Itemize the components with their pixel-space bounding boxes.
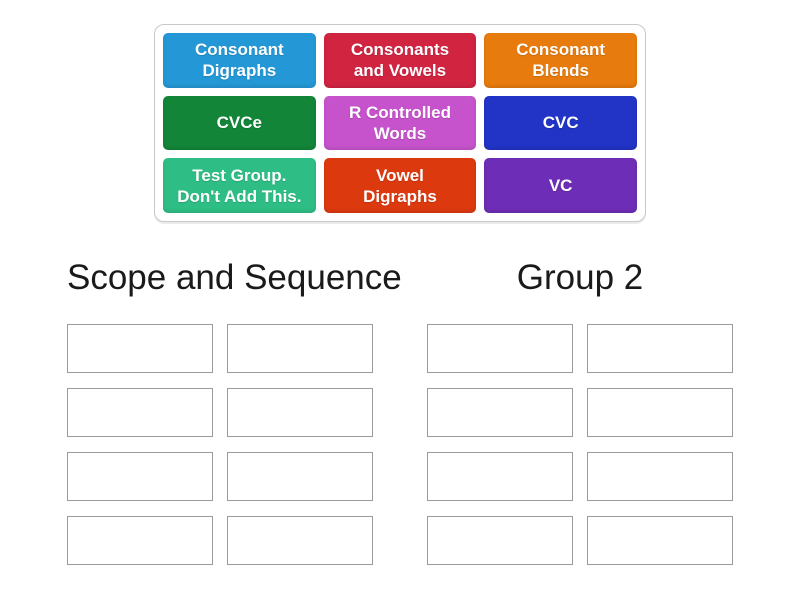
- group-title: Scope and Sequence: [67, 258, 402, 297]
- drop-slot[interactable]: [227, 452, 373, 501]
- group-scope-and-sequence: Scope and Sequence: [67, 257, 402, 565]
- group-2: Group 2: [427, 257, 733, 565]
- tile-cvc[interactable]: CVC: [484, 95, 637, 151]
- slot-grid: [427, 324, 733, 565]
- drop-slot[interactable]: [587, 388, 733, 437]
- slot-grid: [67, 324, 373, 565]
- tile-cvce[interactable]: CVCe: [163, 95, 316, 151]
- drop-slot[interactable]: [227, 516, 373, 565]
- group-title: Group 2: [516, 258, 644, 297]
- tile-consonant-digraphs[interactable]: Consonant Digraphs: [163, 33, 316, 88]
- tile-vc[interactable]: VC: [484, 158, 637, 213]
- tile-r-controlled-words[interactable]: R Controlled Words: [323, 95, 477, 151]
- tile-label: CVC: [542, 113, 579, 133]
- drop-slot[interactable]: [587, 324, 733, 373]
- drop-slot[interactable]: [427, 516, 573, 565]
- drop-slot[interactable]: [587, 452, 733, 501]
- drop-slot[interactable]: [427, 452, 573, 501]
- tile-label: R Controlled Words: [348, 102, 451, 143]
- tile-vowel-digraphs[interactable]: Vowel Digraphs: [323, 158, 477, 213]
- drop-slot[interactable]: [67, 324, 213, 373]
- drop-slot[interactable]: [587, 516, 733, 565]
- drop-slot[interactable]: [427, 388, 573, 437]
- tiles-tray: Consonant Digraphs Consonants and Vowels…: [154, 24, 646, 222]
- tile-consonant-blends[interactable]: Consonant Blends: [484, 33, 637, 88]
- tile-test-group[interactable]: Test Group. Don't Add This.: [163, 158, 316, 213]
- drop-slot[interactable]: [227, 388, 373, 437]
- tile-label: Test Group. Don't Add This.: [177, 165, 302, 206]
- tile-label: Consonants and Vowels: [350, 40, 450, 81]
- drop-slot[interactable]: [227, 324, 373, 373]
- drop-slot[interactable]: [427, 324, 573, 373]
- tile-label: CVCe: [216, 113, 262, 133]
- tile-label: Vowel Digraphs: [363, 165, 437, 206]
- tile-label: VC: [548, 176, 573, 196]
- tile-consonants-and-vowels[interactable]: Consonants and Vowels: [323, 33, 477, 88]
- drop-slot[interactable]: [67, 516, 213, 565]
- drop-slot[interactable]: [67, 388, 213, 437]
- tile-label: Consonant Blends: [516, 40, 606, 81]
- drop-slot[interactable]: [67, 452, 213, 501]
- tile-label: Consonant Digraphs: [194, 40, 284, 81]
